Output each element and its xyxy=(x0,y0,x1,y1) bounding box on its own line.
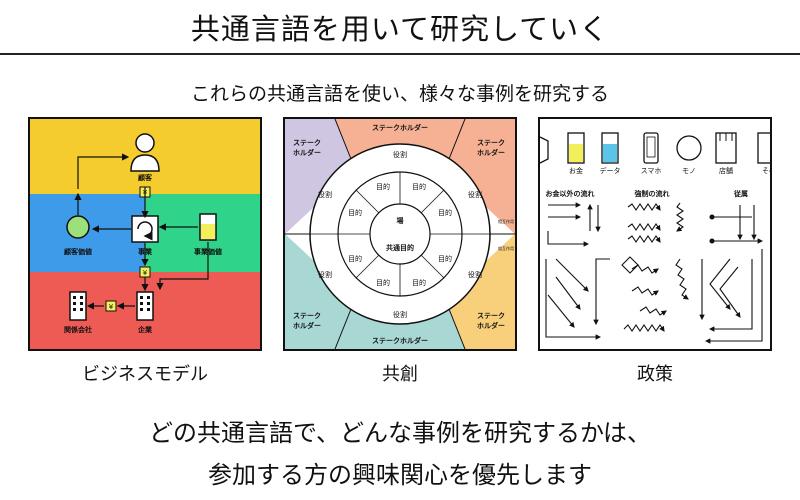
svg-text:目的: 目的 xyxy=(412,278,426,287)
svg-text:目的: 目的 xyxy=(348,254,362,263)
svg-text:ステーク: ステーク xyxy=(293,311,321,320)
quadrant-lavender xyxy=(285,119,355,234)
svg-text:お金: お金 xyxy=(569,166,583,175)
thing-icon xyxy=(676,135,702,161)
svg-text:ステーク: ステーク xyxy=(477,138,505,147)
svg-text:目的: 目的 xyxy=(376,182,390,191)
partial-icon-left xyxy=(540,136,549,164)
caption-co-creation: 共創 xyxy=(382,364,418,385)
smartphone-icon xyxy=(643,132,659,164)
page-subtitle: これらの共通言語を使い、様々な事例を研究する xyxy=(190,83,609,105)
svg-text:ホルダー: ホルダー xyxy=(293,148,321,157)
svg-text:目的: 目的 xyxy=(438,254,452,263)
svg-text:役割: 役割 xyxy=(393,310,407,319)
svg-text:ホルダー: ホルダー xyxy=(293,321,321,330)
other-icon xyxy=(757,132,770,164)
svg-text:役割: 役割 xyxy=(318,190,332,199)
data-icon xyxy=(601,132,619,164)
quadrant-teal-left xyxy=(285,234,355,349)
svg-text:お金以外の流れ: お金以外の流れ xyxy=(546,189,595,198)
yen-token-2: ¥ xyxy=(139,266,151,278)
quadrant-orange xyxy=(445,234,515,349)
related-company-building-icon xyxy=(69,291,87,321)
svg-text:目的: 目的 xyxy=(348,208,362,217)
co-creation-diagram: ステークホルダー ステークホルダー ステーク ホルダー ステーク ホルダー ステ… xyxy=(283,117,517,351)
footer-line-1: どの共通言語で、どんな事例を研究するかは、 xyxy=(148,419,652,447)
quadrant-salmon-right xyxy=(445,119,515,234)
label-customer-value: 顧客価値 xyxy=(64,247,92,256)
svg-text:¥: ¥ xyxy=(143,269,148,277)
business-model-diagram: 顧客 事業 顧客価値 事業価値 関係会社 企業 xyxy=(28,117,262,351)
svg-text:目的: 目的 xyxy=(412,182,426,191)
flow-arrows xyxy=(74,153,209,310)
title-divider xyxy=(0,53,800,55)
company-building-icon xyxy=(136,291,154,321)
yen-token-3: ¥ xyxy=(105,300,117,312)
svg-text:相互作用: 相互作用 xyxy=(498,245,514,251)
svg-text:ホルダー: ホルダー xyxy=(477,321,505,330)
svg-text:その他: その他 xyxy=(762,166,770,175)
svg-text:ステークホルダー: ステークホルダー xyxy=(372,123,428,132)
svg-text:ステーク: ステーク xyxy=(477,311,505,320)
caption-business-model: ビジネスモデル xyxy=(82,364,208,385)
svg-text:データ: データ xyxy=(600,166,621,175)
svg-text:役割: 役割 xyxy=(318,270,332,279)
svg-text:ホルダー: ホルダー xyxy=(477,148,505,157)
svg-text:ステークホルダー: ステークホルダー xyxy=(372,336,428,345)
svg-text:共通目的: 共通目的 xyxy=(386,243,414,252)
svg-text:強制の流れ: 強制の流れ xyxy=(635,189,670,198)
svg-text:目的: 目的 xyxy=(438,208,452,217)
business-cycle-icon xyxy=(131,215,159,243)
label-related-company: 関係会社 xyxy=(64,325,92,334)
svg-text:役割: 役割 xyxy=(393,150,407,159)
svg-text:目的: 目的 xyxy=(376,278,390,287)
page-title: 共通言語を用いて研究していく xyxy=(190,12,610,46)
svg-text:相互作用: 相互作用 xyxy=(498,218,514,224)
money-icon xyxy=(567,132,585,164)
store-icon xyxy=(715,132,737,164)
footer-line-2: 参加する方の興味関心を優先します xyxy=(208,461,592,489)
svg-text:¥: ¥ xyxy=(109,303,114,311)
svg-text:店舗: 店舗 xyxy=(719,166,733,175)
policy-arrows xyxy=(545,202,764,344)
label-company: 企業 xyxy=(137,325,153,334)
svg-text:ステーク: ステーク xyxy=(293,138,321,147)
customer-value-circle xyxy=(66,215,90,239)
svg-text:役割: 役割 xyxy=(468,270,482,279)
svg-text:従属: 従属 xyxy=(733,189,748,198)
svg-text:モノ: モノ xyxy=(682,167,696,175)
caption-policy: 政策 xyxy=(637,364,673,385)
label-customer: 顧客 xyxy=(138,173,153,182)
svg-text:場: 場 xyxy=(397,216,404,225)
customer-person-icon xyxy=(130,133,160,172)
svg-text:スマホ: スマホ xyxy=(641,167,662,175)
business-value-cup-icon xyxy=(199,213,217,241)
policy-diagram: お金 データ スマホ モノ 店舗 その他 お金以外の流れ 強制の流れ 従属 xyxy=(538,117,772,351)
svg-text:役割: 役割 xyxy=(468,190,482,199)
